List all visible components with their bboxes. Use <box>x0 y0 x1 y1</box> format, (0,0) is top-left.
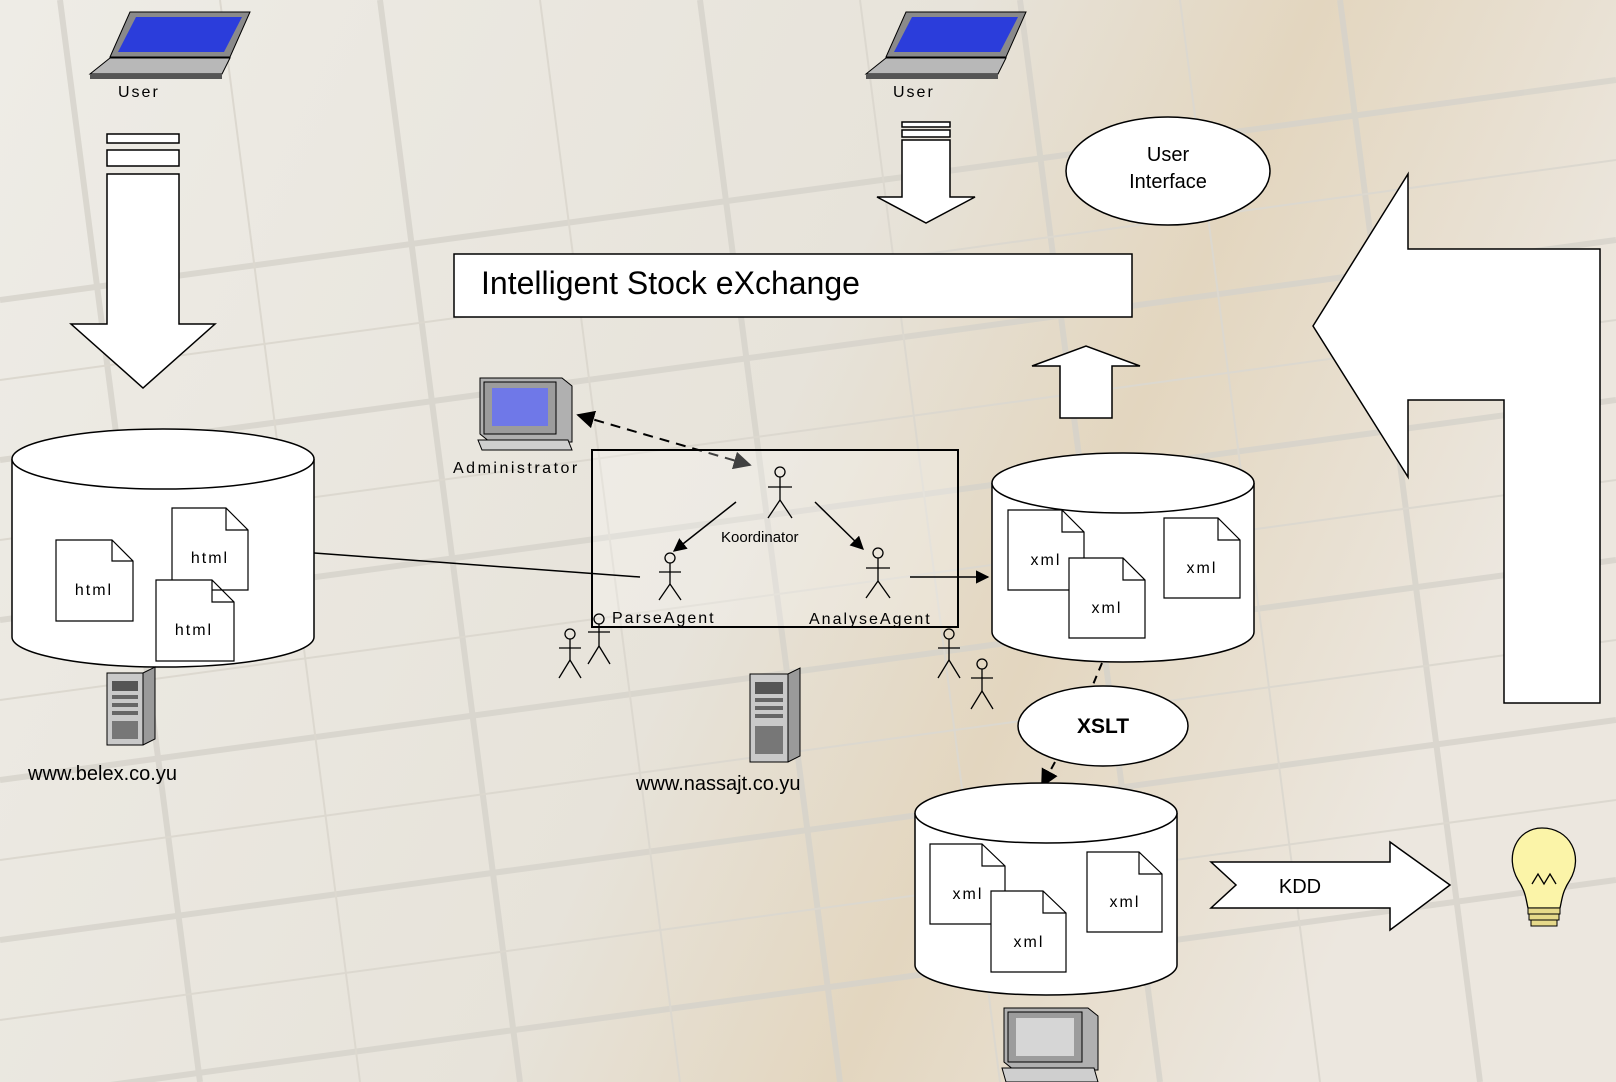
document-icon: html <box>155 579 235 662</box>
user-interface-ellipse: User Interface <box>1065 116 1271 226</box>
svg-text:XSLT: XSLT <box>1077 715 1129 738</box>
user-label-left: User <box>118 84 160 101</box>
lightbulb-icon <box>1511 827 1577 927</box>
belex-site-label: www.belex.co.yu <box>27 763 177 785</box>
user-label-right: User <box>893 84 935 101</box>
svg-text:User: User <box>1147 144 1190 166</box>
svg-text:KDD: KDD <box>1279 876 1321 898</box>
document-icon: xml <box>1007 509 1085 591</box>
computer-icon <box>477 377 573 451</box>
title-box: Intelligent Stock eXchange <box>453 253 1133 318</box>
document-icon: html <box>55 539 134 622</box>
actor-icon <box>937 628 994 710</box>
actor-icon <box>658 552 682 601</box>
agent-system-box <box>591 449 959 628</box>
laptop-icon <box>864 11 1027 79</box>
analyseagent-label: AnalyseAgent <box>809 611 932 628</box>
xml-to-xslt-link <box>1091 662 1103 688</box>
computer-icon <box>1001 1007 1099 1082</box>
feedback-arrow <box>1312 171 1601 704</box>
actor-icon <box>767 466 793 519</box>
actor-icon <box>558 613 611 679</box>
koordinator-to-analyse-arrow <box>814 501 864 550</box>
kdd-arrow: KDD <box>1209 840 1452 932</box>
document-icon: xml <box>929 843 1006 925</box>
xslt-to-db-arrow <box>1041 761 1058 788</box>
administrator-label: Administrator <box>453 460 580 477</box>
parse-to-html-db-arrow <box>285 545 641 578</box>
svg-text:Interface: Interface <box>1129 171 1207 193</box>
parseagent-label: ParseAgent <box>612 610 716 627</box>
document-icon: html <box>171 507 249 591</box>
actor-icon <box>865 547 891 599</box>
page-title: Intelligent Stock eXchange <box>481 265 860 301</box>
document-icon: xml <box>1163 517 1241 599</box>
admin-link <box>576 410 752 470</box>
server-icon <box>106 666 156 746</box>
xslt-ellipse: XSLT <box>1017 685 1189 767</box>
svg-text:html: html <box>191 550 229 567</box>
document-icon: xml <box>1068 557 1146 639</box>
svg-text:xml: xml <box>1187 560 1218 577</box>
svg-text:xml: xml <box>953 886 984 903</box>
koordinator-label: Koordinator <box>721 529 799 546</box>
laptop-icon <box>88 11 251 79</box>
server-icon <box>749 667 801 763</box>
document-icon: xml <box>990 890 1067 973</box>
document-icon: xml <box>1086 851 1163 933</box>
nassajt-site-label: www.nassajt.co.yu <box>635 773 801 795</box>
koordinator-to-parse-arrow <box>672 501 737 552</box>
svg-text:html: html <box>175 622 213 639</box>
svg-text:html: html <box>75 582 113 599</box>
svg-text:xml: xml <box>1092 600 1123 617</box>
down-arrow-left <box>69 133 217 390</box>
svg-text:xml: xml <box>1110 894 1141 911</box>
svg-text:xml: xml <box>1014 934 1045 951</box>
down-arrow-right <box>876 121 976 224</box>
up-arrow <box>1031 345 1141 419</box>
svg-text:xml: xml <box>1031 552 1062 569</box>
